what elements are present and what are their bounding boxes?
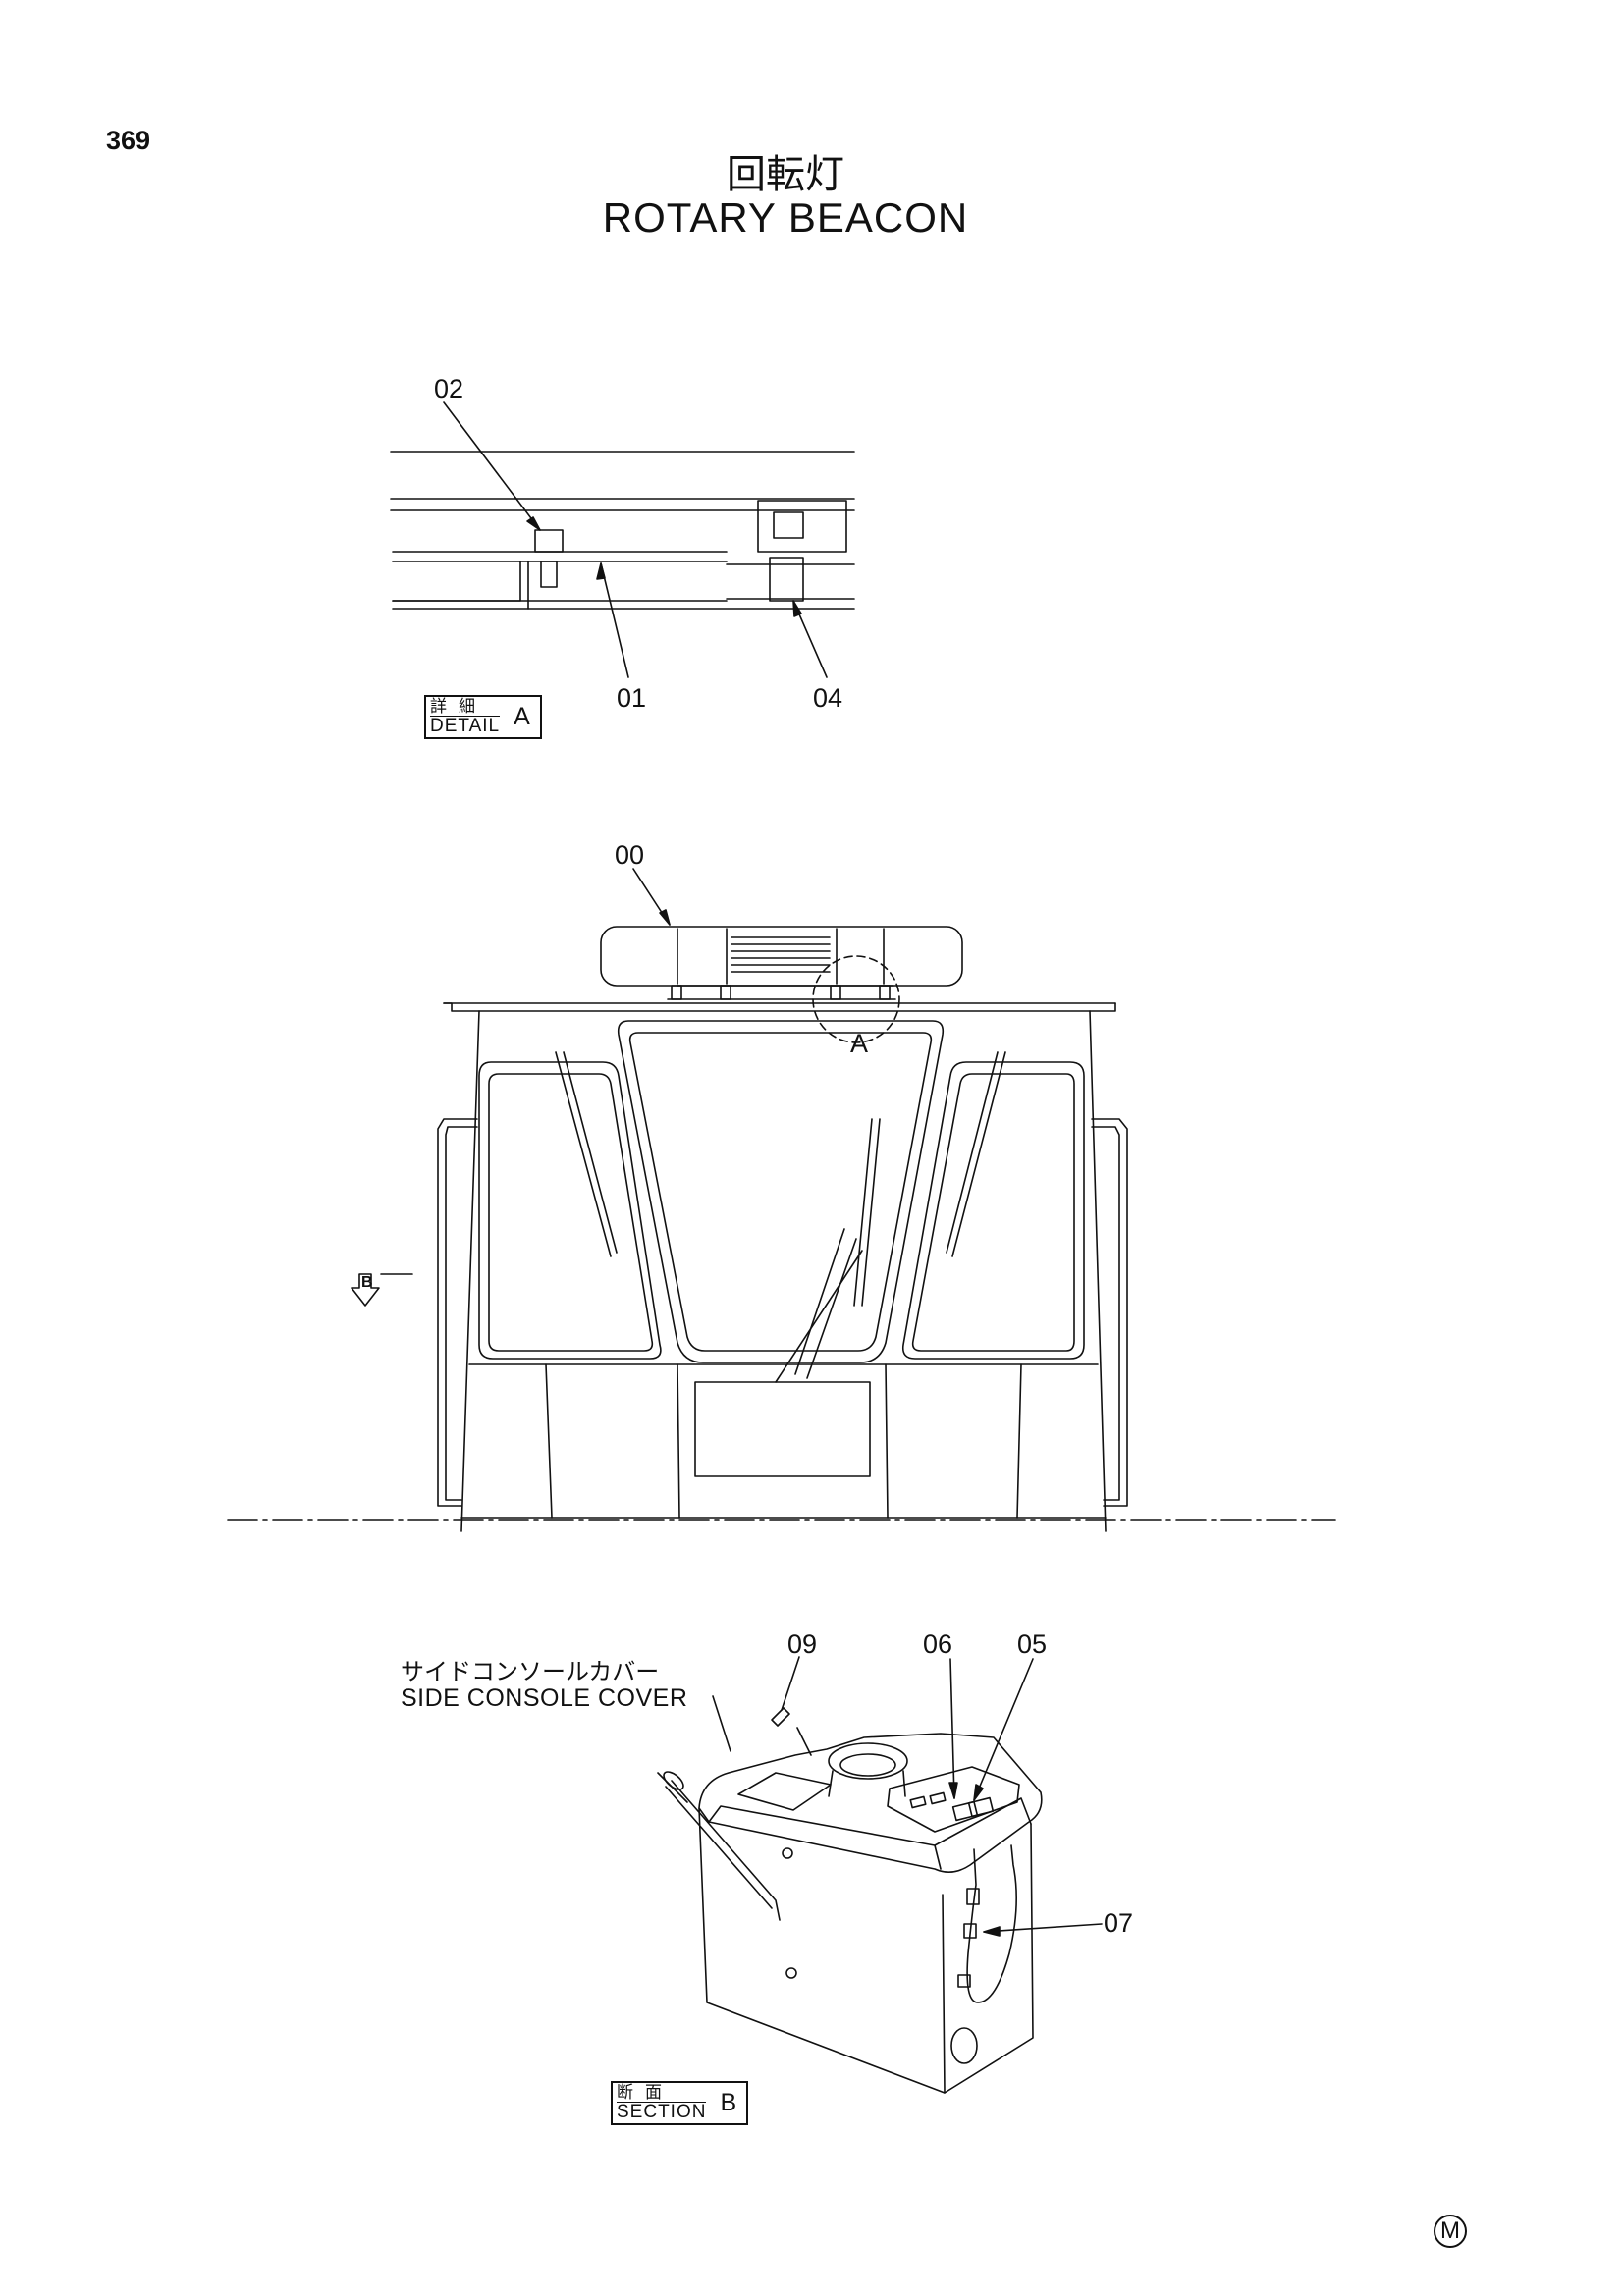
leader-07 — [984, 1924, 1102, 1932]
cab-front-drawing — [228, 869, 1335, 1531]
callout-07: 07 — [1104, 1908, 1134, 1938]
section-b-drawing — [658, 1657, 1102, 2093]
detail-tag-en: DETAIL — [430, 716, 501, 736]
page-number: 369 — [106, 126, 151, 155]
leader-01 — [601, 563, 628, 677]
callout-00: 00 — [615, 840, 645, 870]
detail-ref-a: A — [850, 1029, 869, 1058]
detail-a-drawing — [391, 402, 854, 677]
leader-06 — [950, 1659, 954, 1798]
leader-02 — [444, 402, 540, 530]
callout-04: 04 — [813, 683, 843, 713]
section-tag-jp: 断面 — [617, 2083, 674, 2103]
section-tag-letter: B — [720, 2089, 737, 2116]
section-tag-en: SECTION — [617, 2102, 707, 2122]
section-ref-b: B — [361, 1274, 373, 1291]
callout-06: 06 — [923, 1629, 953, 1659]
leader-05 — [974, 1659, 1033, 1800]
detail-a-tag: 詳細 DETAIL A — [424, 695, 542, 739]
title-english: ROTARY BEACON — [602, 194, 969, 240]
leader-09 — [782, 1657, 799, 1710]
side-console-cover-label-jp: サイドコンソールカバー — [401, 1658, 660, 1685]
callout-01: 01 — [617, 683, 647, 713]
section-b-tag: 断面 SECTION B — [611, 2081, 749, 2125]
circled-m-mark: M — [1434, 2215, 1467, 2248]
side-console-cover-label-en: SIDE CONSOLE COVER — [401, 1684, 688, 1712]
callout-05: 05 — [1017, 1629, 1048, 1659]
detail-tag-jp: 詳細 — [430, 697, 487, 717]
title-japanese: 回転灯 — [727, 152, 844, 197]
leader-side-console-cover — [713, 1696, 731, 1751]
detail-tag-letter: A — [514, 703, 530, 730]
callout-02: 02 — [434, 374, 464, 403]
callout-09: 09 — [787, 1629, 818, 1659]
